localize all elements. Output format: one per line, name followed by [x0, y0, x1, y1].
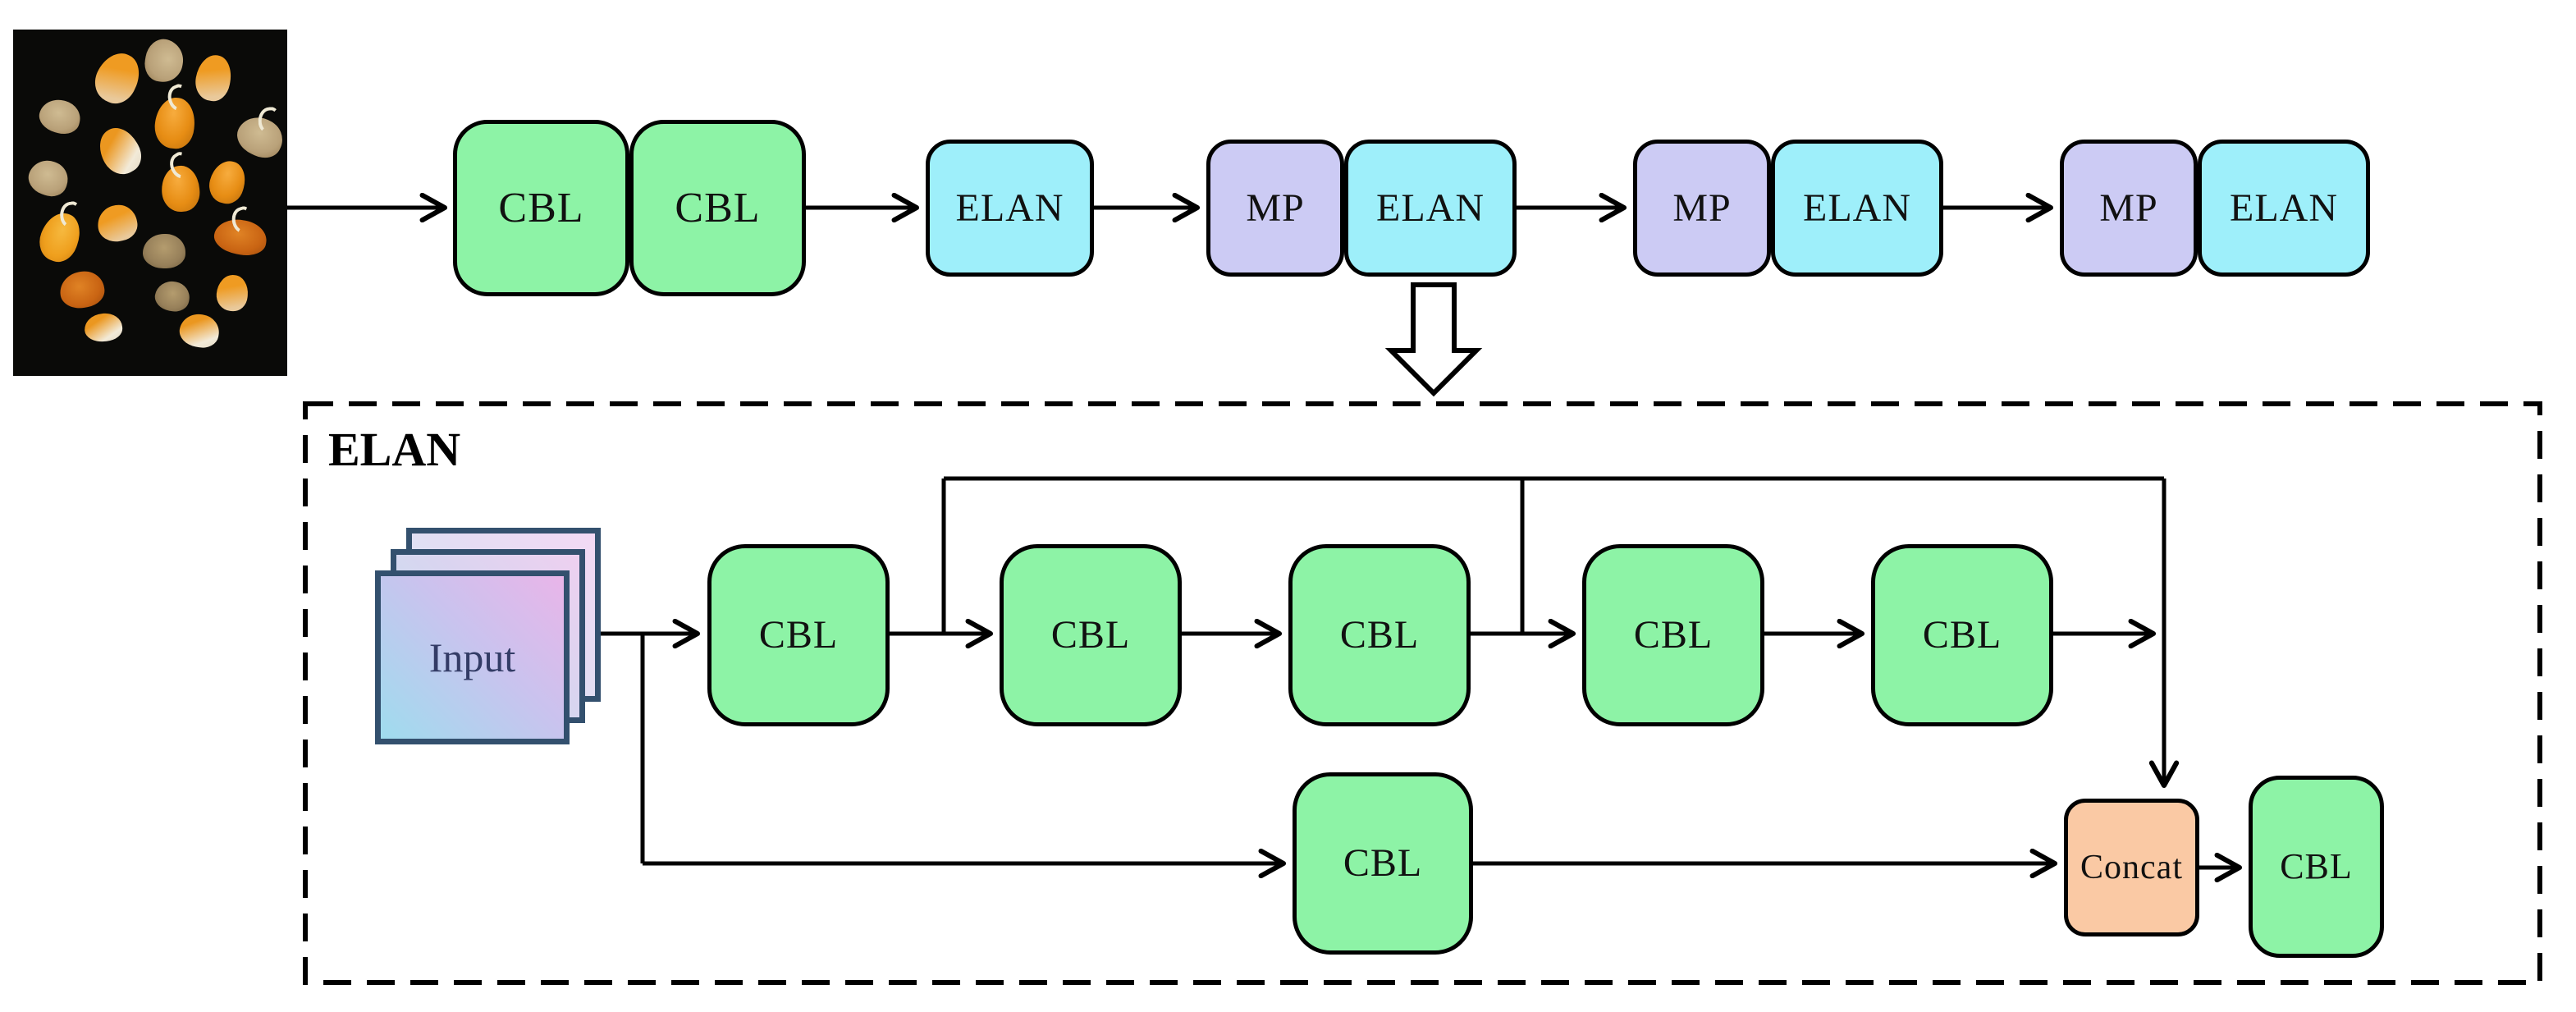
backbone-cbl-2: CBL	[629, 120, 806, 296]
backbone-mp-2: MP	[1633, 140, 1771, 277]
elan-cbl-output: CBL	[2249, 776, 2384, 958]
backbone-mp-3: MP	[2060, 140, 2198, 277]
expand-down-arrow	[1384, 282, 1483, 397]
backbone-elan-3: ELAN	[1771, 140, 1943, 277]
corn-kernels-image	[13, 30, 287, 376]
elan-cbl-3: CBL	[1288, 544, 1471, 726]
elan-cbl-5: CBL	[1871, 544, 2053, 726]
backbone-elan-2: ELAN	[1344, 140, 1517, 277]
backbone-elan-1: ELAN	[926, 140, 1094, 277]
input-tensor-layer-front: Input	[375, 570, 570, 744]
backbone-cbl-1: CBL	[453, 120, 629, 296]
elan-cbl-4: CBL	[1582, 544, 1764, 726]
elan-dashed-box	[303, 401, 2542, 985]
input-label: Input	[428, 634, 516, 680]
backbone-elan-4: ELAN	[2198, 140, 2370, 277]
elan-box-title: ELAN	[328, 423, 461, 476]
elan-cbl-bottom: CBL	[1293, 772, 1473, 955]
elan-cbl-1: CBL	[707, 544, 890, 726]
corn-kernel	[142, 234, 185, 269]
elan-concat: Concat	[2064, 799, 2199, 936]
backbone-mp-1: MP	[1206, 140, 1344, 277]
elan-cbl-2: CBL	[1000, 544, 1182, 726]
